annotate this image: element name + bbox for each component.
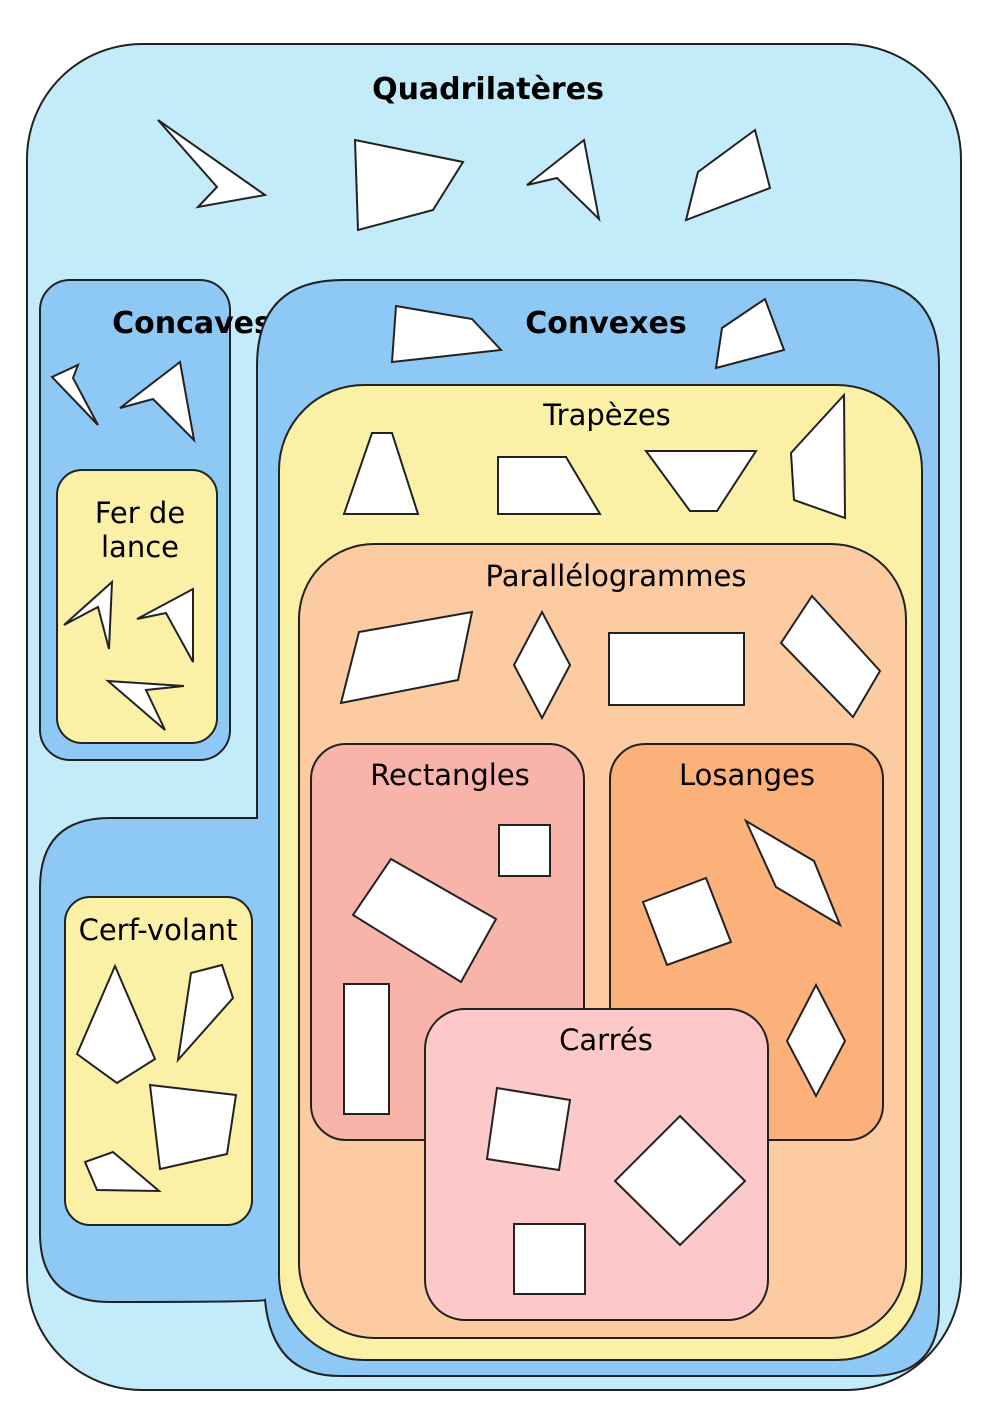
label-trapezes: Trapèzes (542, 398, 671, 432)
label-losanges: Losanges (679, 758, 815, 792)
shape-trapeze-2 (497, 456, 602, 515)
shape-parallelogram-3 (608, 632, 745, 706)
shape-trapeze-3 (644, 450, 758, 512)
shape-trapeze-4 (789, 392, 847, 520)
shape-kite-4 (83, 1150, 162, 1193)
label-cerf-volant: Cerf-volant (79, 913, 238, 947)
shape-trapeze-1 (342, 432, 420, 515)
shape-rectangle-3 (343, 983, 390, 1115)
label-rectangles: Rectangles (370, 758, 530, 792)
label-carres: Carrés (559, 1023, 653, 1057)
label-convexes: Convexes (525, 306, 686, 341)
shape-convex-1 (390, 304, 504, 364)
label-parallelogrammes: Parallélogrammes (486, 559, 747, 593)
shape-quad-arrow (157, 119, 268, 209)
shape-rhombus-2 (641, 876, 733, 967)
shape-concave-1 (50, 363, 99, 426)
shape-convex-2 (714, 297, 786, 370)
shape-parallelogram-4 (779, 594, 882, 719)
shape-rectangle-2 (351, 857, 498, 984)
shape-kite-3 (148, 1083, 238, 1171)
label-fer-de-lance-line2: lance (101, 530, 179, 564)
shape-rhombus-3 (785, 982, 847, 1099)
shape-rhombus-1 (743, 818, 843, 928)
shape-quad-kite-like (684, 128, 772, 222)
shape-square-2 (613, 1114, 747, 1247)
shape-kite-2 (176, 963, 235, 1064)
shape-dart-1 (63, 579, 114, 650)
label-fer-de-lance-line1: Fer de (95, 496, 185, 530)
shape-square-3 (513, 1223, 586, 1295)
shape-dart-2 (136, 587, 194, 663)
shape-quad-dart (526, 138, 601, 222)
shape-dart-3 (105, 679, 185, 731)
label-concaves: Concaves (112, 306, 272, 341)
shape-kite-1 (75, 963, 157, 1085)
shape-parallelogram-1 (339, 610, 474, 705)
shape-rectangle-1 (498, 824, 551, 877)
shape-parallelogram-2 (512, 609, 572, 721)
shape-concave-2 (119, 360, 196, 443)
shape-square-1 (485, 1086, 572, 1172)
label-quadrilateres: Quadrilatères (372, 72, 604, 107)
region-fer-de-lance (56, 469, 218, 744)
shape-quad-irregular (353, 138, 465, 232)
